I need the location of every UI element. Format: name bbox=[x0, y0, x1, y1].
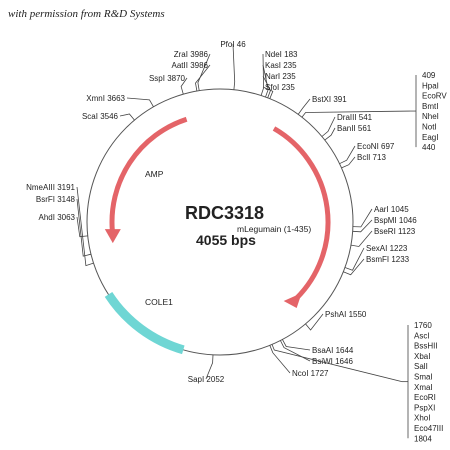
site-tick bbox=[195, 64, 211, 92]
site-tick bbox=[269, 345, 291, 374]
permission-caption: with permission from R&D Systems bbox=[8, 8, 165, 20]
mcs-group-bottom-item: BssHII bbox=[414, 342, 438, 351]
restriction-site-label: BseRI 1123 bbox=[374, 227, 416, 236]
site-tick bbox=[344, 247, 365, 271]
site-tick bbox=[324, 127, 336, 141]
site-tick bbox=[180, 77, 188, 95]
plasmid-size: 4055 bps bbox=[196, 232, 256, 248]
mcs-group-top-item: NotI bbox=[422, 123, 437, 132]
site-tick bbox=[305, 313, 324, 331]
mcs-group-bottom-item: XbaI bbox=[414, 352, 430, 361]
mcs-group-bottom-item: AscI bbox=[414, 331, 430, 340]
site-tick bbox=[352, 208, 373, 228]
restriction-site-label: NcoI 1727 bbox=[292, 369, 329, 378]
mcs-group-top-item: HpaI bbox=[422, 81, 439, 90]
restriction-site-label: XmnI 3663 bbox=[86, 94, 125, 103]
amp-feature-arc bbox=[109, 116, 188, 232]
mcs-group-top-item: 440 bbox=[422, 143, 436, 152]
restriction-site-label: AarI 1045 bbox=[374, 205, 409, 214]
mcs-group-bottom-leader bbox=[271, 344, 403, 383]
mcs-group-bottom-item: EcoRI bbox=[414, 393, 436, 402]
mcs-group-bottom-item: Eco47III bbox=[414, 424, 443, 433]
site-tick bbox=[126, 97, 154, 108]
restriction-site-label: AhdI 3063 bbox=[39, 213, 76, 222]
restriction-site-label: SfoI 235 bbox=[265, 83, 295, 92]
mcs-group-bottom-item: XmaI bbox=[414, 383, 433, 392]
cole1-feature-arc bbox=[104, 291, 185, 355]
restriction-site-label: SapI 2052 bbox=[188, 375, 225, 384]
cole1-label: COLE1 bbox=[145, 297, 173, 307]
site-tick bbox=[76, 198, 92, 257]
plasmid-backbone bbox=[86, 88, 354, 356]
site-tick bbox=[260, 53, 265, 96]
site-tick bbox=[341, 156, 356, 169]
amp-arrowhead bbox=[104, 229, 121, 244]
restriction-site-label: NarI 235 bbox=[265, 72, 296, 81]
restriction-site-label: PfoI 46 bbox=[220, 40, 246, 49]
site-tick bbox=[76, 216, 88, 238]
restriction-site-label: NdeI 183 bbox=[265, 50, 298, 59]
site-tick bbox=[197, 53, 211, 91]
mcs-group-bottom-item: 1760 bbox=[414, 321, 432, 330]
restriction-site-label: BspMI 1046 bbox=[374, 216, 417, 225]
site-tick bbox=[321, 116, 336, 137]
plasmid-name: RDC3318 bbox=[185, 203, 264, 223]
site-tick bbox=[343, 258, 365, 276]
restriction-site-label: BsaAI 1644 bbox=[312, 346, 354, 355]
restriction-site-label: BclI 713 bbox=[357, 153, 386, 162]
restriction-site-label: ScaI 3546 bbox=[82, 112, 119, 121]
mcs-group-bottom-item: SalI bbox=[414, 362, 428, 371]
site-tick bbox=[76, 186, 94, 267]
amp-label: AMP bbox=[145, 169, 164, 179]
restriction-site-label: DraIII 541 bbox=[337, 113, 373, 122]
restriction-site-label: ZraI 3986 bbox=[174, 50, 209, 59]
insert-arrowhead bbox=[283, 292, 302, 308]
restriction-site-label: SexAI 1223 bbox=[366, 244, 408, 253]
mcs-group-top-item: BmtI bbox=[422, 102, 438, 111]
site-tick bbox=[282, 339, 311, 351]
site-tick bbox=[352, 219, 373, 233]
restriction-site-label: EcoNI 697 bbox=[357, 142, 395, 151]
site-tick bbox=[205, 354, 214, 380]
site-tick bbox=[232, 43, 236, 90]
site-tick bbox=[297, 98, 311, 115]
mcs-group-top-item: 409 bbox=[422, 71, 436, 80]
restriction-site-label: BsiWI 1646 bbox=[312, 357, 353, 366]
site-tick bbox=[262, 86, 274, 99]
restriction-site-label: BsrFI 3148 bbox=[36, 195, 76, 204]
site-tick bbox=[119, 113, 135, 121]
site-tick bbox=[350, 230, 373, 247]
mcs-group-top-item: NheI bbox=[422, 112, 439, 121]
restriction-site-label: NmeAIII 3191 bbox=[26, 183, 75, 192]
mcs-group-top-item: EagI bbox=[422, 133, 438, 142]
site-tick bbox=[339, 145, 356, 165]
insert-feature-arc bbox=[272, 126, 331, 301]
mcs-group-bottom-item: SmaI bbox=[414, 373, 433, 382]
restriction-site-label: BanII 561 bbox=[337, 124, 372, 133]
mcs-group-top-item: EcoRV bbox=[422, 92, 447, 101]
mcs-group-top-leader bbox=[301, 110, 411, 118]
restriction-site-label: SspI 3870 bbox=[149, 74, 186, 83]
restriction-site-label: PshAI 1550 bbox=[325, 310, 367, 319]
mcs-group-bottom-item: 1804 bbox=[414, 434, 432, 443]
restriction-site-label: KasI 235 bbox=[265, 61, 297, 70]
restriction-site-label: AatII 3986 bbox=[172, 61, 209, 70]
restriction-site-label: BstXI 391 bbox=[312, 95, 347, 104]
mcs-group-bottom-item: PspXI bbox=[414, 403, 435, 412]
mcs-group-bottom-item: XhoI bbox=[414, 414, 430, 423]
insert-label: mLegumain (1-435) bbox=[237, 224, 311, 234]
restriction-site-label: BsmFI 1233 bbox=[366, 255, 410, 264]
